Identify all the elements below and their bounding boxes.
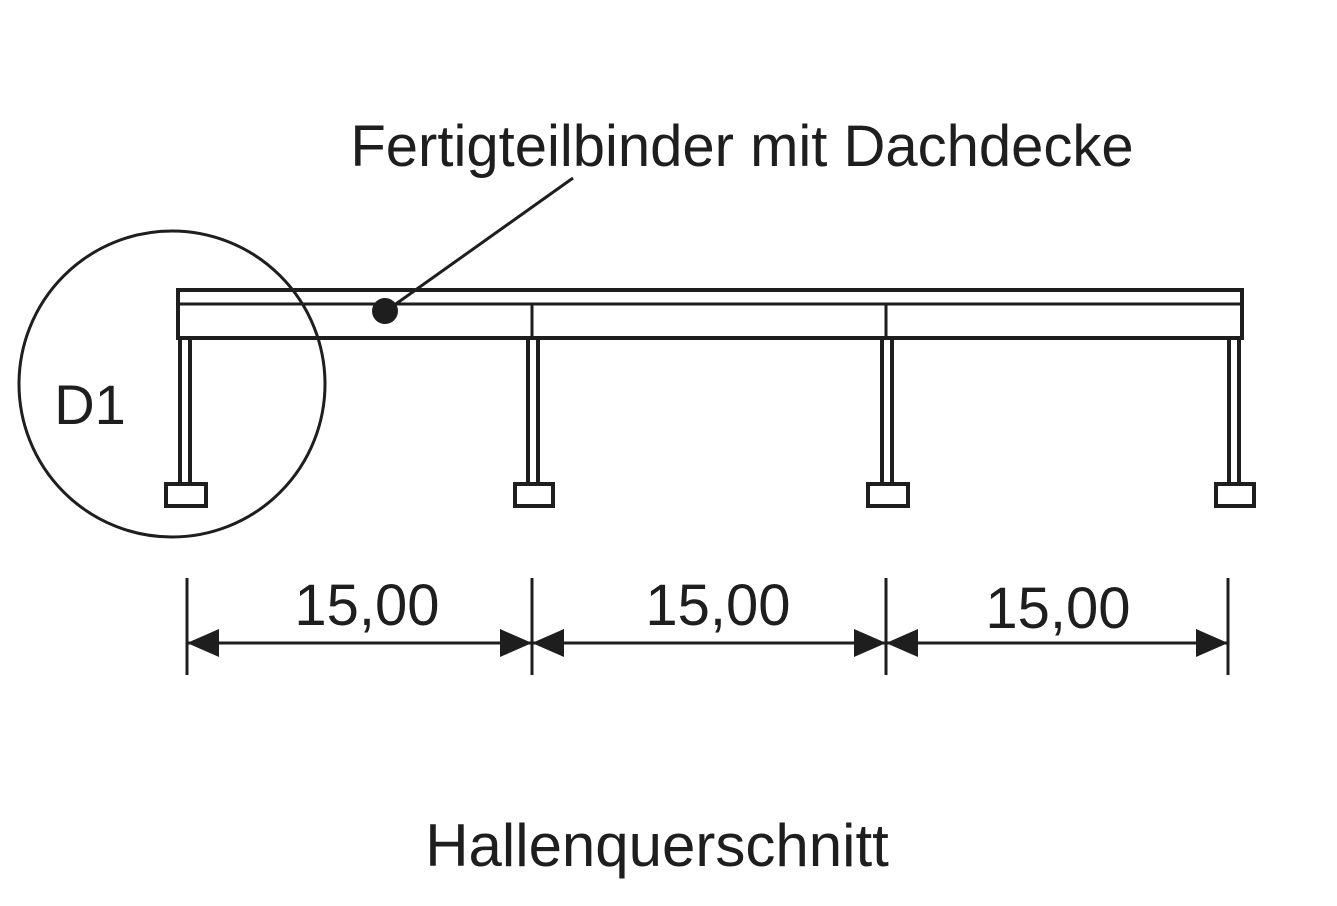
roof-girder <box>176 288 1244 340</box>
column-3 <box>880 338 894 484</box>
callout-dot <box>372 298 398 324</box>
dimension-line-3 <box>886 629 1228 657</box>
column-4 <box>1227 338 1241 484</box>
column-2 <box>526 338 540 484</box>
foundation-4 <box>1214 482 1256 508</box>
dimension-line-2 <box>532 629 886 657</box>
dimension-line-1 <box>187 629 532 657</box>
column-1 <box>178 338 192 484</box>
callout-leader-line <box>392 176 574 308</box>
dimension-value-2: 15,00 <box>645 573 790 638</box>
foundation-1 <box>164 482 208 508</box>
detail-circle-d1 <box>17 229 327 539</box>
callout-label: Fertigteilbinder mit Dachdecke <box>350 114 1133 179</box>
dimension-value-3: 15,00 <box>985 576 1130 641</box>
dimension-value-1: 15,00 <box>294 573 439 638</box>
detail-label-d1: D1 <box>54 373 126 436</box>
foundation-2 <box>513 482 555 508</box>
foundation-3 <box>866 482 910 508</box>
caption: Hallenquerschnitt <box>425 812 889 879</box>
